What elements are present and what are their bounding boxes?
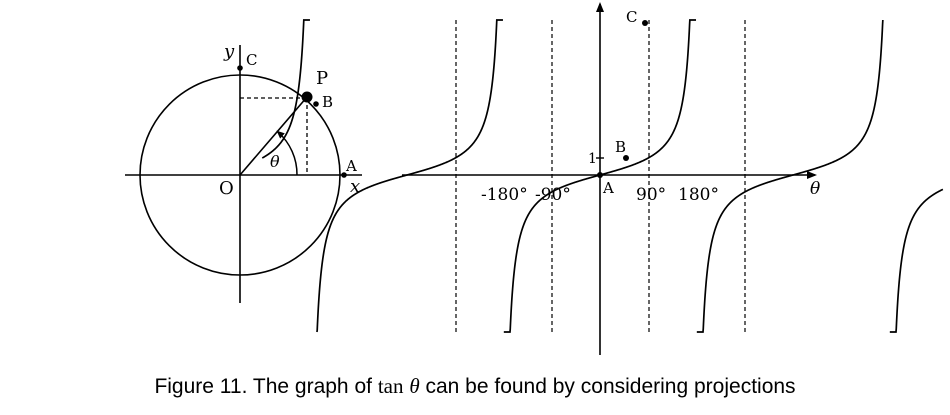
point-c-dot (237, 65, 243, 71)
y-axis-label: y (223, 41, 235, 62)
x-axis-label: x (350, 176, 360, 197)
point-b-dot (313, 101, 319, 107)
unit-circle-diagram: y C P B θ A x O (125, 41, 362, 303)
figure-caption: Figure 11. The graph of tan θ can be fou… (0, 374, 950, 399)
graph-point-c-dot (642, 20, 648, 26)
point-b-label: B (322, 93, 333, 111)
point-a-dot (341, 172, 347, 178)
angle-label: θ (270, 152, 280, 171)
point-a-label: A (345, 157, 357, 175)
caption-function: tan (377, 374, 404, 398)
tangent-graph: 1 B C A θ -180° -90° 90° 180° (261, 2, 944, 355)
unit-tick-label: 1 (588, 151, 597, 167)
asymptotes (455, 20, 746, 332)
caption-prefix: Figure 11. The graph of (154, 375, 378, 398)
graph-point-a-dot (597, 172, 603, 178)
theta-axis-label: θ (810, 179, 820, 199)
angle-arc (276, 130, 298, 176)
point-c-label: C (246, 51, 257, 69)
caption-suffix: can be found by considering projections (419, 375, 796, 398)
tick-label-90: 90° (636, 185, 666, 205)
graph-point-c-label: C (626, 8, 637, 26)
origin-label: O (219, 178, 234, 199)
tangent-branch (316, 19, 503, 333)
caption-variable: θ (409, 374, 420, 398)
graph-point-b-label: B (615, 138, 626, 156)
radius-op (239, 96, 308, 176)
graph-point-b-dot (623, 155, 629, 161)
tick-label-neg90: -90° (535, 185, 571, 205)
tick-label-neg180: -180° (481, 185, 528, 205)
tangent-branch (889, 188, 944, 333)
graph-point-a-label: A (602, 179, 614, 197)
tick-label-180: 180° (678, 185, 719, 205)
tangent-branch (261, 19, 310, 159)
point-p-label: P (316, 68, 328, 89)
point-p-dot (301, 91, 313, 103)
tangent-branch (696, 19, 884, 333)
